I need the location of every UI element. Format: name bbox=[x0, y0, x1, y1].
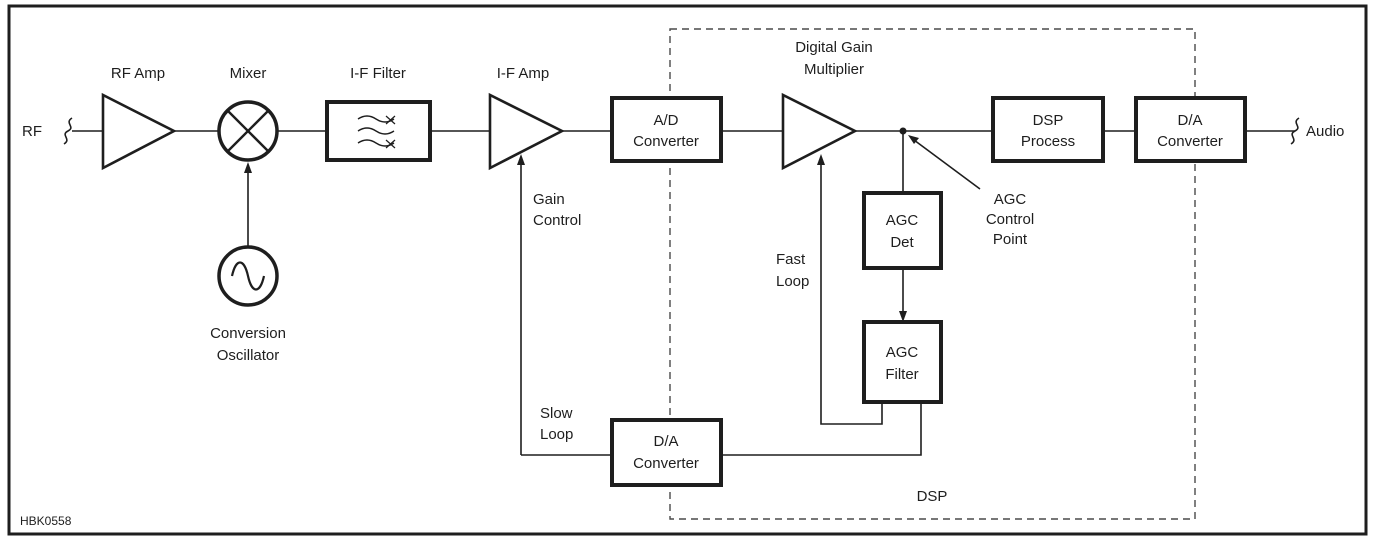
figure-id-label: HBK0558 bbox=[20, 514, 72, 528]
dsp-process-label-line2: Process bbox=[1021, 133, 1075, 150]
arrow-into-if-amp bbox=[517, 154, 525, 165]
agc-control-point-label-line1: AGC bbox=[994, 191, 1027, 208]
conversion-oscillator-label-line1: Conversion bbox=[210, 325, 286, 342]
fast-loop-path bbox=[820, 164, 883, 425]
digital-gain-multiplier-triangle bbox=[781, 92, 858, 171]
agc-filter-block bbox=[862, 320, 943, 404]
slow-loop-label-line1: Slow bbox=[540, 405, 573, 422]
da-converter-out-label-line1: D/A bbox=[1177, 112, 1202, 129]
agc-filter-label-line2: Filter bbox=[885, 366, 918, 383]
rf-input-label: RF bbox=[22, 123, 42, 140]
agc-control-point-label-line3: Point bbox=[993, 231, 1028, 248]
agc-det-label-line2: Det bbox=[890, 234, 914, 251]
da-converter-loop-label-line2: Converter bbox=[633, 455, 699, 472]
sine-wave-icon bbox=[230, 261, 266, 291]
agc-control-point-pointer bbox=[913, 139, 981, 190]
audio-output-break-symbol bbox=[1290, 117, 1300, 145]
dsp-region-label: DSP bbox=[917, 488, 948, 505]
mixer-cross-icon-2 bbox=[227, 110, 269, 152]
rf-input-break-symbol bbox=[63, 117, 73, 145]
audio-output-label: Audio bbox=[1306, 123, 1344, 140]
slow-loop-path-right bbox=[721, 402, 922, 456]
filter-wave-icon bbox=[357, 115, 396, 149]
da-converter-loop-label-line1: D/A bbox=[653, 433, 678, 450]
ad-converter-label-line1: A/D bbox=[653, 112, 678, 129]
rf-amp-triangle bbox=[101, 92, 177, 171]
da-converter-loop-block bbox=[610, 418, 723, 487]
digital-gain-multiplier-label-line1: Digital Gain bbox=[795, 39, 873, 56]
fast-loop-label-line1: Fast bbox=[776, 251, 806, 268]
arrow-into-agc-filter bbox=[899, 311, 907, 322]
mixer-label: Mixer bbox=[230, 65, 267, 82]
if-filter-label: I-F Filter bbox=[350, 65, 406, 82]
fast-loop-label-line2: Loop bbox=[776, 273, 809, 290]
gain-control-label-line2: Control bbox=[533, 212, 581, 229]
agc-control-point-arrow bbox=[908, 135, 919, 144]
ad-converter-label-line2: Converter bbox=[633, 133, 699, 150]
figure-frame bbox=[7, 4, 1368, 536]
if-amp-label: I-F Amp bbox=[497, 65, 550, 82]
digital-gain-multiplier-label-line2: Multiplier bbox=[804, 61, 864, 78]
da-converter-out-label-line2: Converter bbox=[1157, 133, 1223, 150]
agc-filter-label-line1: AGC bbox=[886, 344, 919, 361]
if-filter-block bbox=[325, 100, 432, 162]
da-converter-out-block bbox=[1134, 96, 1247, 163]
arrow-into-multiplier bbox=[817, 154, 825, 165]
ad-converter-block bbox=[610, 96, 723, 163]
agc-det-block bbox=[862, 191, 943, 270]
dsp-process-block bbox=[991, 96, 1105, 163]
conversion-oscillator-label-line2: Oscillator bbox=[217, 347, 280, 364]
if-amp-triangle bbox=[488, 92, 565, 171]
agc-control-point-label-line2: Control bbox=[986, 211, 1034, 228]
dsp-process-label-line1: DSP bbox=[1033, 112, 1064, 129]
rf-amp-label: RF Amp bbox=[111, 65, 165, 82]
arrow-into-mixer bbox=[244, 162, 252, 173]
dsp-region bbox=[669, 28, 1196, 520]
agc-det-label-line1: AGC bbox=[886, 212, 919, 229]
slow-loop-label-line2: Loop bbox=[540, 426, 573, 443]
gain-control-label-line1: Gain bbox=[533, 191, 565, 208]
